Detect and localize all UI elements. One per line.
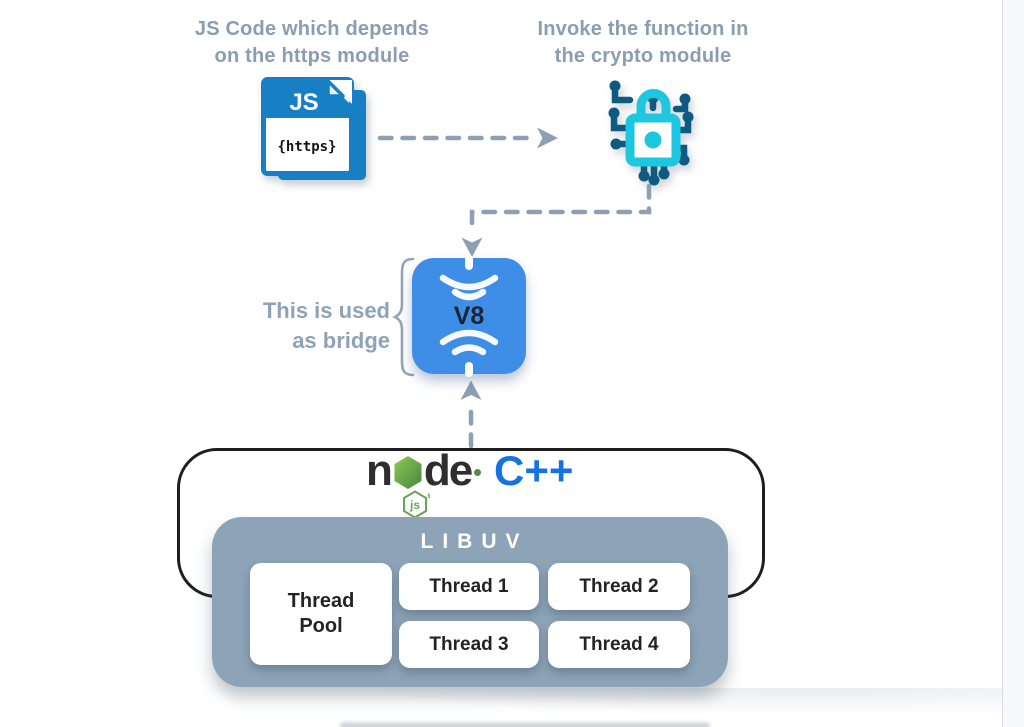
js-file-badge-text: JS (289, 89, 318, 116)
js-code-label-line1: JS Code which depends (194, 18, 430, 40)
nodejs-logo-suffix: de (423, 446, 473, 495)
bottom-shadow-fade (380, 688, 1004, 727)
signal-arcs-top-icon (439, 274, 499, 291)
js-file-module-text: {https} (277, 139, 336, 155)
bridge-note-line1: This is used (262, 298, 390, 323)
libuv-title: LIBUV (420, 530, 529, 553)
nodejs-logo: n de (366, 446, 482, 495)
arrow-node-to-v8-head (460, 380, 482, 400)
js-file-icon: JS {https} (261, 77, 366, 180)
arrow-crypto-to-v8-head (461, 237, 483, 257)
libuv-box: LIBUV Thread Pool Thread 1 Thread 2 Thre… (212, 517, 728, 687)
v8-label: V8 (454, 302, 485, 330)
arrow-crypto-to-v8-line (469, 183, 652, 237)
nodejs-js-badge-icon: js (403, 490, 431, 519)
thread-pool-box: Thread Pool (250, 563, 392, 665)
thread-2-box: Thread 2 (548, 563, 690, 610)
js-code-label: JS Code which depends on the https modul… (152, 16, 472, 70)
thread-3-box: Thread 3 (399, 621, 539, 668)
crypto-invoke-label-line1: Invoke the function in (537, 18, 749, 40)
nodejs-logo-prefix: n (366, 446, 393, 495)
bridge-note: This is used as bridge (238, 296, 390, 356)
arrow-js-to-crypto-head (537, 127, 558, 149)
nodejs-js-badge-text: js (409, 498, 420, 512)
nodejs-hexagon-icon (394, 456, 422, 489)
crypto-invoke-label: Invoke the function in the crypto module (483, 16, 803, 70)
curly-brace-icon (392, 257, 415, 377)
thread-4-box: Thread 4 (548, 621, 690, 668)
crypto-lock-icon (608, 80, 694, 186)
bridge-note-line2: as bridge (292, 328, 390, 353)
page-right-edge (1002, 0, 1024, 727)
thread-1-box: Thread 1 (399, 563, 539, 610)
crypto-invoke-label-line2: the crypto module (554, 45, 732, 67)
thread-pool-line2: Pool (299, 615, 343, 637)
signal-arcs-bottom-icon (439, 329, 499, 346)
bottom-edge-smudge (340, 723, 710, 727)
cpp-label: C++ (494, 447, 574, 494)
nodejs-logo-dot (474, 469, 482, 476)
v8-engine-box: V8 (412, 255, 526, 377)
thread-pool-line1: Thread (287, 590, 355, 612)
js-code-label-line2: on the https module (214, 45, 410, 67)
